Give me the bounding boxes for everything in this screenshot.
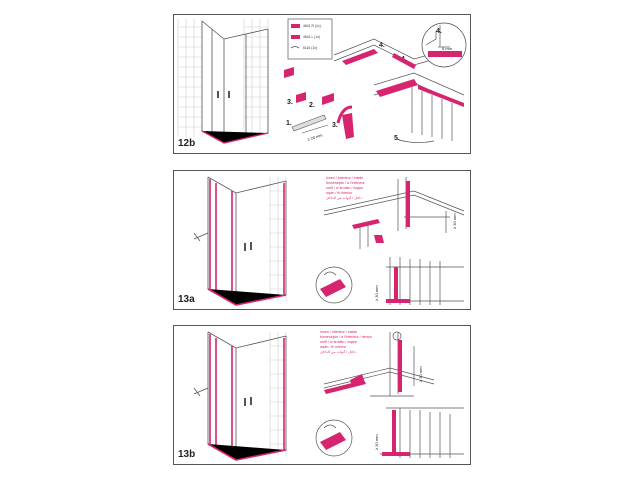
detail-circle <box>421 22 467 68</box>
tool-arrow <box>193 232 209 242</box>
measure-a: ≥ 30 mm <box>452 213 457 229</box>
step-label-2: 2. <box>309 102 315 109</box>
tool-arrow <box>193 387 209 397</box>
lower-profile <box>386 257 464 305</box>
side-text-5: داخل / أدوات من الداخل <box>326 194 362 200</box>
panel-12b-illustration: 4641 R (1x) 4641 L (1x) 6116 (1x) ≥ 20 m… <box>177 18 467 144</box>
seal-profiles <box>201 130 269 144</box>
parts-list: 4641 R (1x) 4641 L (1x) 6116 (1x) <box>290 24 321 50</box>
side-text-2: binnenzijde / à l'intérieur <box>326 181 365 185</box>
lower-profile-seals <box>382 410 410 456</box>
tile-wall <box>177 19 269 137</box>
detail-circle-content <box>320 424 346 450</box>
detail-step-label: 4. <box>436 28 442 35</box>
vertical-seals <box>207 179 287 306</box>
measure-line <box>301 124 329 134</box>
side-text-4: wężn / th interior <box>326 191 353 195</box>
door-handles <box>244 242 252 251</box>
part-1: 4641 R (1x) <box>303 24 321 28</box>
panel-13b: innen / interieur / inside binnenzijde /… <box>173 325 471 465</box>
panel-number: 13b <box>178 449 196 460</box>
measure-a: ≥ 30 mm <box>418 366 423 382</box>
side-text-3: unitř / w środku / wątpe <box>320 340 357 344</box>
vertical-seals <box>207 334 287 461</box>
step-label-4a: 4. <box>379 42 385 49</box>
measure-small: 6 mm <box>442 46 453 51</box>
shower-enclosure <box>207 176 287 306</box>
side-text-5: داخل / أدوات من الداخل <box>320 348 356 354</box>
shower-enclosure <box>201 20 269 144</box>
measure-b: ≥ 30 mm <box>374 434 379 450</box>
profile-detail-seals <box>352 181 410 243</box>
panel-12b: 4641 R (1x) 4641 L (1x) 6116 (1x) ≥ 20 m… <box>173 14 471 154</box>
step-label-3a: 3. <box>287 99 293 106</box>
panel-13b-illustration: innen / interieur / inside binnenzijde /… <box>193 330 464 461</box>
profile-seals <box>342 49 464 107</box>
step-label-1: 1. <box>286 120 292 127</box>
side-text-1: innen / interieur / inside <box>326 176 363 180</box>
panel-13a: innen / interieur / inside binnenzijde /… <box>173 170 471 310</box>
screw-icon <box>392 331 402 341</box>
side-text-1: innen / interieur / inside <box>320 330 357 334</box>
door-handles <box>217 91 230 98</box>
shower-enclosure <box>207 331 287 461</box>
part-2: 4641 L (1x) <box>303 35 320 39</box>
side-text-block: innen / interieur / inside binnenzijde /… <box>326 176 365 200</box>
profile-detail-seals <box>324 340 402 394</box>
step-label-3b: 3. <box>332 122 338 129</box>
side-text-2: binnenzijde / à l'intérieur / dentro <box>320 335 372 339</box>
side-text-block: innen / interieur / inside binnenzijde /… <box>320 330 372 354</box>
detail-circle-content <box>320 271 346 297</box>
lower-profile-seals <box>386 267 410 303</box>
seal-pieces <box>284 67 354 139</box>
step-label-5: 5. <box>394 135 400 142</box>
panel-number: 13a <box>178 294 195 305</box>
measure-main: ≥ 20 mm <box>307 132 324 142</box>
detail-content <box>425 25 462 57</box>
side-text-3: unitř / w środku / wątpe <box>326 186 363 190</box>
side-text-4: wężn / th interior <box>320 345 347 349</box>
door-handles <box>244 397 252 406</box>
measure-b: ≥ 30 mm <box>374 285 379 301</box>
panel-number: 12b <box>178 138 196 149</box>
panel-13a-illustration: innen / interieur / inside binnenzijde /… <box>193 176 465 306</box>
part-3: 6116 (1x) <box>303 46 317 50</box>
